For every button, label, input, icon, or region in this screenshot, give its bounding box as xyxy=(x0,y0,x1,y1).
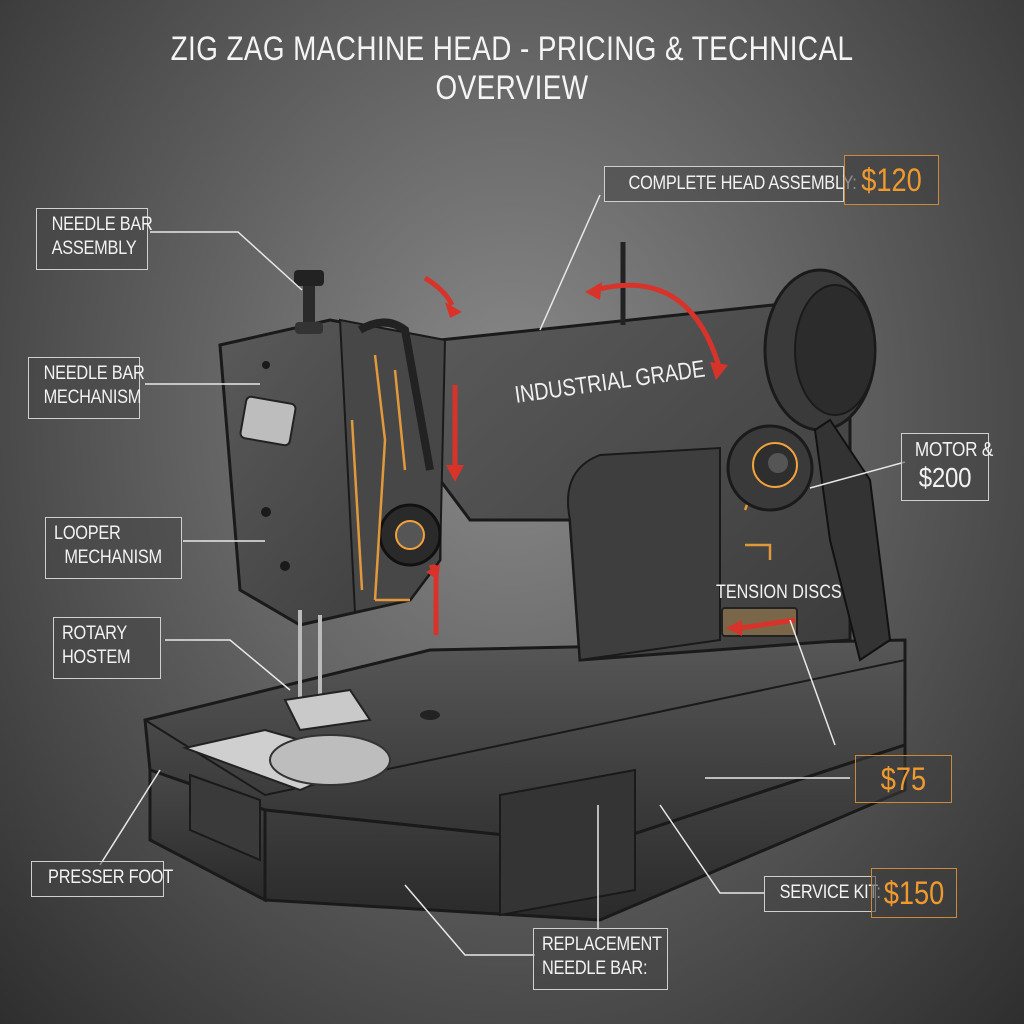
label-line: MOTOR & xyxy=(914,439,994,461)
price-value: $150 xyxy=(883,875,945,911)
complete-head-label: COMPLETE HEAD ASSEMBLY: xyxy=(628,173,857,194)
handwheel-icon xyxy=(763,268,892,662)
price-service-kit: $150 xyxy=(871,868,957,918)
label-line: LOOPER xyxy=(54,523,121,544)
label-line: NEEDLE BAR xyxy=(43,363,145,384)
price-complete-head: $120 xyxy=(844,155,939,205)
leader-lines xyxy=(99,194,906,956)
callout-needle-bar-mechanism: NEEDLE BAR MECHANISM xyxy=(28,357,145,419)
callout-rotary-hostem: ROTARY HOSTEM xyxy=(53,617,161,679)
nameplate-icon xyxy=(239,395,297,447)
label-line: NEEDLE BAR xyxy=(51,214,153,235)
motor-price: $200 xyxy=(918,462,972,493)
callout-complete-head-assembly: COMPLETE HEAD ASSEMBLY: xyxy=(604,166,857,202)
callout-replacement-needle-bar: REPLACEMENT NEEDLE BAR: xyxy=(533,928,668,990)
price-tension-discs: $75 xyxy=(855,755,952,803)
callout-service-kit: SERVICE KIT: xyxy=(764,876,881,912)
callout-presser-foot: PRESSER FOOT xyxy=(31,861,173,897)
machine-base xyxy=(143,638,907,922)
callout-needle-bar-assembly: NEEDLE BAR ASSEMBLY xyxy=(36,208,153,270)
label-line: NEEDLE BAR: xyxy=(542,958,648,979)
label-line: ROTARY xyxy=(62,623,128,644)
label-tension-discs: TENSION DISCS xyxy=(716,582,864,604)
label-line: ASSEMBLY xyxy=(51,238,137,259)
price-value: $120 xyxy=(861,162,922,198)
label-line: MECHANISM xyxy=(64,547,162,568)
label-text: TENSION DISCS xyxy=(716,582,842,603)
label-line: MECHANISM xyxy=(43,387,142,408)
callout-motor: MOTOR & $200 xyxy=(901,433,994,501)
label-text: PRESSER FOOT xyxy=(48,867,173,888)
callout-looper-mechanism: LOOPER MECHANISM xyxy=(45,517,182,579)
label-text: SERVICE KIT: xyxy=(779,882,881,903)
page-title: ZIG ZAG MACHINE HEAD - PRICING & TECHNIC… xyxy=(170,30,854,107)
label-line: REPLACEMENT xyxy=(542,934,662,955)
machine-head xyxy=(218,270,447,732)
price-value: $75 xyxy=(880,761,927,797)
label-line: HOSTEM xyxy=(62,647,131,668)
tension-dial-icon xyxy=(726,424,814,512)
